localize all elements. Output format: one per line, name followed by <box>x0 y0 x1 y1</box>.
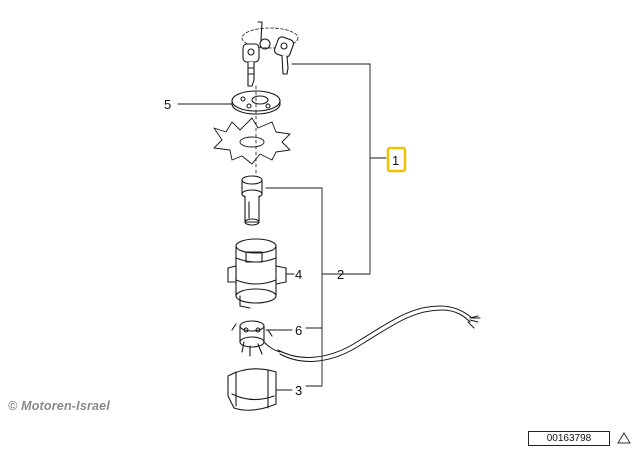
triangle-icon <box>617 432 631 444</box>
wiring-cable <box>263 305 481 362</box>
callout-5: 5 <box>164 97 171 112</box>
copyright-watermark: © Motoren-Israel <box>8 399 111 413</box>
part-4-lock-housing <box>227 238 287 309</box>
highlight-callout-1 <box>386 146 407 173</box>
keys <box>241 21 299 87</box>
callout-6: 6 <box>295 323 302 338</box>
gasket <box>213 117 291 165</box>
leader-lines <box>177 63 387 391</box>
part-6-ignition-switch <box>231 320 273 357</box>
part-3-retainer-clip <box>227 368 277 411</box>
callout-2: 2 <box>337 267 344 282</box>
callout-3: 3 <box>295 383 302 398</box>
callout-4: 4 <box>295 267 302 282</box>
diagram-part-number: 00163798 <box>528 431 610 446</box>
lock-cylinder <box>241 175 263 226</box>
callout-1: 1 <box>392 153 399 168</box>
